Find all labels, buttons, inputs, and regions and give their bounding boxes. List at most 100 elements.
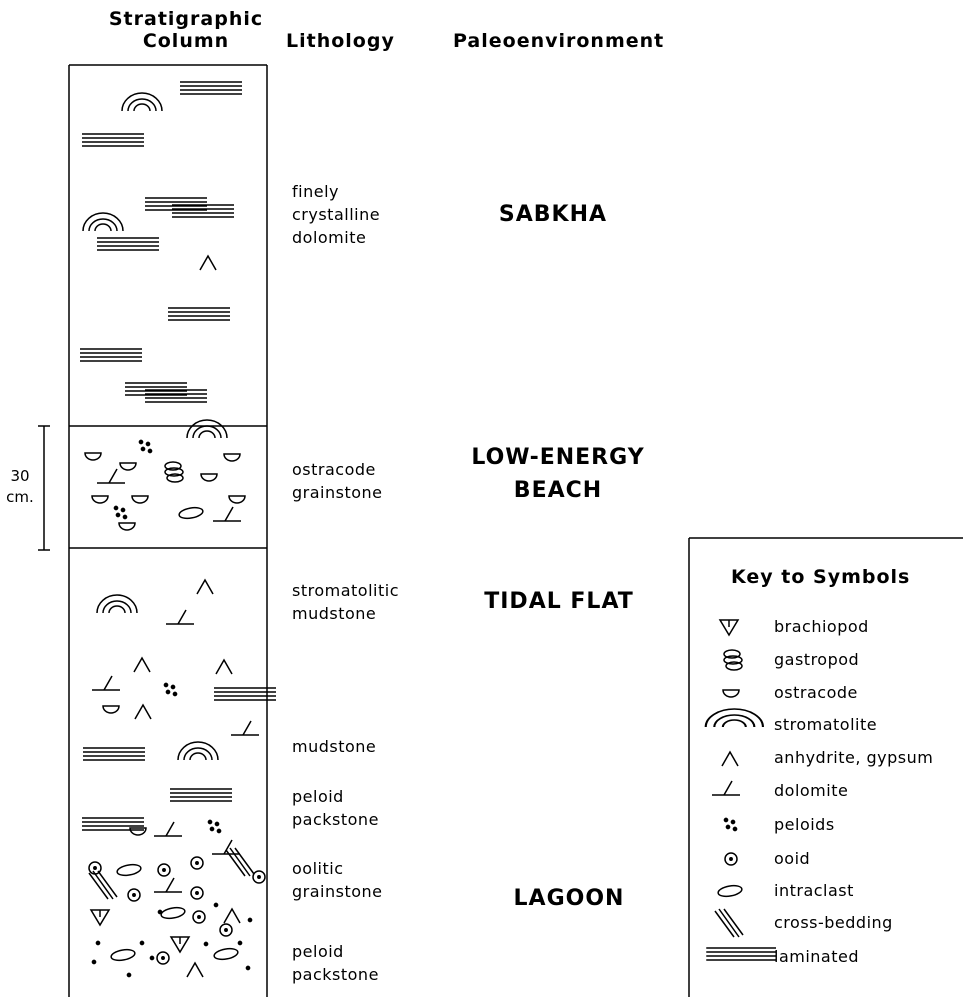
anhydrite-icon [133, 657, 151, 673]
anhydrite-icon [134, 704, 152, 720]
intraclast-icon [109, 947, 137, 963]
lithology-line: mudstone [292, 737, 377, 756]
lithology-line: grainstone [292, 882, 383, 901]
intraclast-icon [115, 862, 143, 878]
anhydrite-icon [186, 962, 204, 978]
paleoenvironment-header: Paleoenvironment [453, 30, 665, 52]
intraclast-icon [159, 905, 187, 921]
anhydrite-icon [199, 255, 217, 271]
ostracode-icon [102, 705, 120, 714]
lithology-line: peloid [292, 787, 344, 806]
lithology-oolitic-grainstone: oolitic grainstone [292, 857, 383, 903]
scale-label: 30 cm. [4, 466, 36, 508]
column-header: Stratigraphic Column [86, 8, 286, 52]
key-label-stromatolite: stromatolite [774, 715, 878, 734]
dolomite-icon [212, 506, 242, 522]
stromatolite-icon [186, 419, 228, 439]
laminated-icon [144, 197, 208, 211]
stromatolite-icon [704, 707, 765, 729]
stromatolite-icon [121, 92, 163, 112]
dolomite-icon [153, 821, 183, 837]
lithology-line: stromatolitic [292, 581, 399, 600]
ostracode-icon [84, 452, 102, 461]
ostracode-icon [91, 495, 109, 504]
dolomite-icon [96, 468, 126, 484]
peloids-icon [207, 819, 222, 834]
laminated-icon [179, 81, 243, 95]
env-line: SABKHA [498, 202, 608, 227]
ooid-icon [156, 951, 170, 965]
key-label-anhydrite: anhydrite, gypsum [774, 748, 934, 767]
lithology-line: packstone [292, 965, 379, 984]
laminated-icon [82, 747, 146, 761]
ostracode-icon [131, 495, 149, 504]
ooid-icon [127, 888, 141, 902]
cross-bedding-icon [225, 847, 255, 877]
lithology-line: ostracode [292, 460, 376, 479]
laminated-icon [124, 382, 188, 396]
cross-bedding-icon [88, 870, 118, 900]
brachiopod-icon [719, 619, 739, 636]
ostracode-icon [118, 522, 136, 531]
lithology-line: finely [292, 182, 339, 201]
ooid-icon [219, 923, 233, 937]
key-label-laminated: laminated [774, 947, 859, 966]
column-header-line1: Stratigraphic [108, 8, 264, 30]
scale-bar [38, 425, 50, 551]
laminated-icon [167, 307, 231, 321]
env-line: BEACH [513, 478, 603, 503]
laminated-icon [96, 237, 160, 251]
env-sabkha: SABKHA [478, 198, 628, 231]
anhydrite-icon [223, 908, 241, 924]
dolomite-icon [211, 839, 241, 855]
lithology-line: oolitic [292, 859, 344, 878]
key-label-ooid: ooid [774, 849, 811, 868]
ooid-icon [252, 870, 266, 884]
key-label-peloids: peloids [774, 815, 835, 834]
env-lagoon: LAGOON [494, 882, 644, 915]
scale-value: 30 [10, 467, 30, 485]
ooid-icon [157, 863, 171, 877]
intraclast-icon [716, 883, 744, 899]
key-label-brachiopod: brachiopod [774, 617, 869, 636]
brachiopod-icon [170, 936, 190, 953]
key-label-ostracode: ostracode [774, 683, 858, 702]
env-tidal-flat: TIDAL FLAT [474, 585, 644, 618]
brachiopod-icon [90, 909, 110, 926]
lower-unit-symbols [81, 579, 277, 978]
stromatolite-icon [177, 741, 219, 761]
env-line: LOW-ENERGY [471, 445, 645, 470]
lithology-line: packstone [292, 810, 379, 829]
lithology-line: crystalline [292, 205, 381, 224]
lithology-peloid-packstone-lower: peloid packstone [292, 940, 379, 986]
beach-unit-symbols [84, 439, 246, 531]
dolomite-icon [230, 720, 260, 736]
ooid-icon [724, 852, 738, 866]
dolomite-icon [711, 780, 741, 796]
dolomite-icon [153, 877, 183, 893]
ostracode-icon [200, 473, 218, 482]
lithology-peloid-packstone-upper: peloid packstone [292, 785, 379, 831]
lithology-line: mudstone [292, 604, 377, 623]
peloids-icon [163, 682, 178, 697]
laminated-icon [171, 204, 235, 218]
lithology-line: dolomite [292, 228, 367, 247]
cross-bedding-icon [714, 908, 744, 938]
key-symbols [704, 619, 777, 961]
lithology-header: Lithology [286, 30, 395, 52]
gastropod-icon [723, 649, 743, 671]
intraclast-icon [212, 946, 240, 962]
sabkha-unit-symbols [79, 81, 243, 439]
peloids-icon [723, 817, 738, 832]
lithology-tidal-flat: stromatolitic mudstone [292, 579, 399, 625]
key-label-gastropod: gastropod [774, 650, 860, 669]
key-box [688, 537, 963, 997]
laminated-icon [79, 348, 143, 362]
ostracode-icon [722, 689, 740, 698]
peloids-icon [113, 505, 128, 520]
lithology-mudstone: mudstone [292, 735, 376, 758]
key-label-dolomite: dolomite [774, 781, 849, 800]
stromatolite-icon [82, 212, 124, 232]
laminated-icon [169, 788, 233, 802]
